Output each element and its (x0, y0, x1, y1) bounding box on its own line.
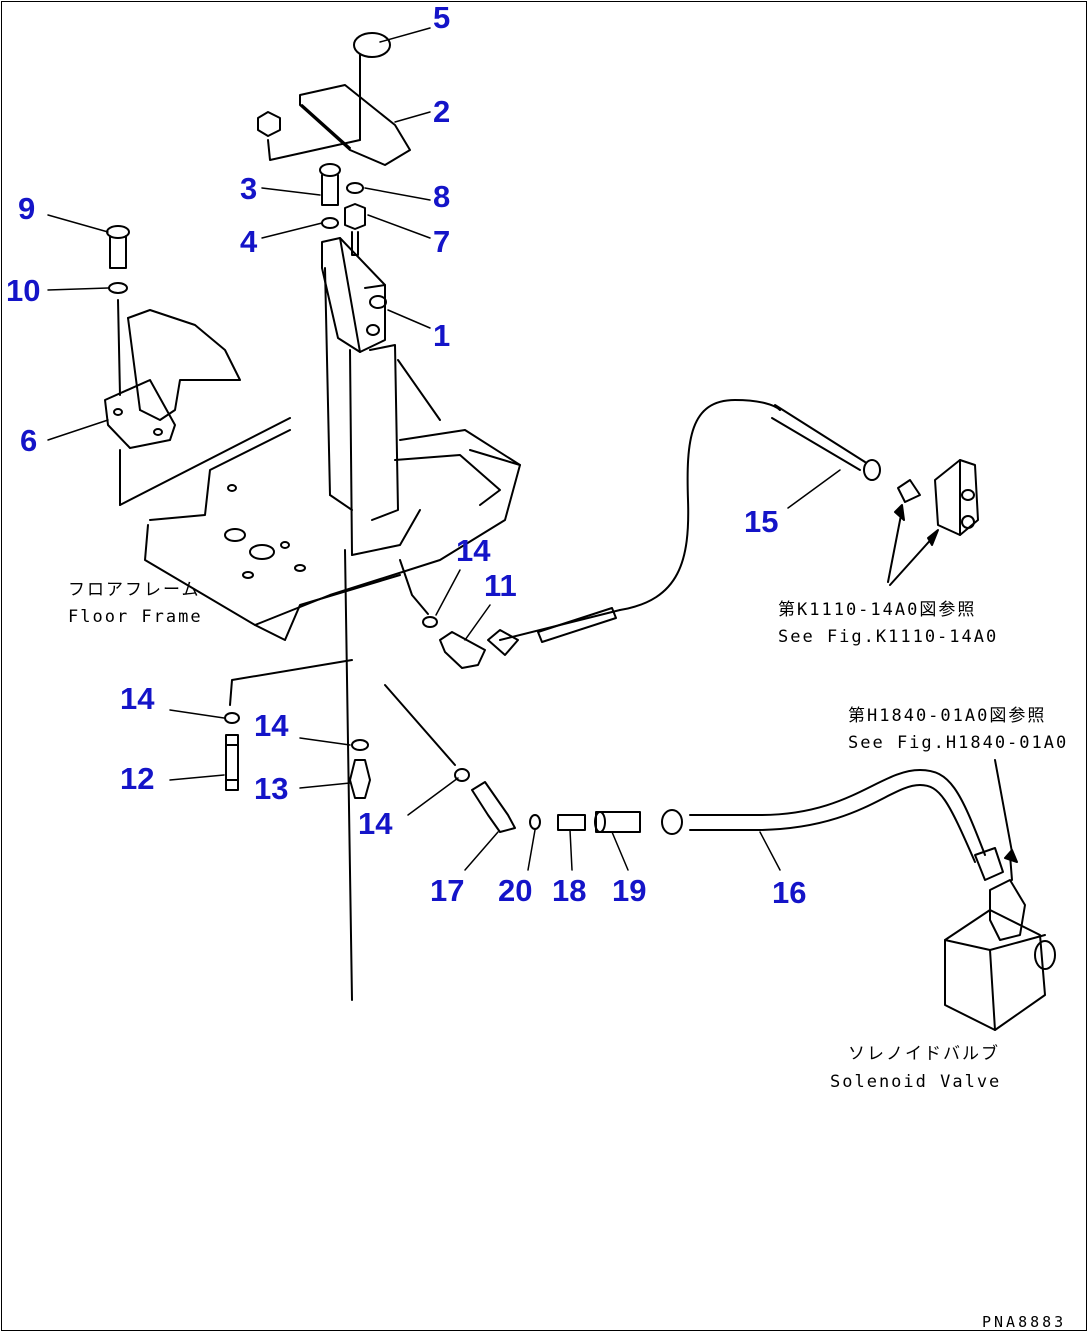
callout-11: 11 (484, 568, 517, 603)
callout-20: 20 (498, 873, 533, 908)
solenoid-valve-label-jp: ソレノイドバルブ (848, 1044, 1000, 1064)
elbow-11-drawing (399, 559, 486, 669)
callout-5: 5 (433, 0, 451, 35)
solenoid-valve-label-en: Solenoid Valve (830, 1072, 1002, 1092)
bracket-6-drawing (104, 299, 241, 506)
ref-h1840-label-jp: 第H1840-01A0図参照 (848, 706, 1047, 726)
callout-7: 7 (433, 224, 451, 259)
hose-15-drawing (487, 399, 881, 656)
callout-12: 12 (120, 761, 155, 796)
ref-k1110-label-en: See Fig.K1110-14A0 (778, 627, 999, 647)
floor-frame-label-jp: フロアフレーム (68, 580, 201, 600)
callout-16: 16 (772, 875, 807, 910)
ref-h1840-label-en: See Fig.H1840-01A0 (848, 733, 1069, 753)
switch-drawing (887, 459, 979, 586)
callout-14-upper: 14 (456, 533, 491, 568)
callout-14-mid: 14 (254, 708, 289, 743)
bolt-9-drawing (106, 225, 130, 294)
fasteners-3-4-7-8-drawing (319, 163, 366, 256)
ref-k1110-label-jp: 第K1110-14A0図参照 (778, 600, 977, 620)
callout-14-lower: 14 (358, 806, 393, 841)
callout-1: 1 (433, 318, 451, 353)
page-code: PNA8883 (982, 1313, 1067, 1331)
callout-3: 3 (240, 171, 258, 206)
hose-16-assembly-drawing (384, 684, 1004, 881)
fitting-12-13-drawing (224, 659, 371, 799)
callout-6: 6 (20, 423, 38, 458)
callout-13: 13 (254, 771, 289, 806)
post-1-drawing (321, 237, 441, 1001)
callout-15: 15 (744, 504, 779, 539)
callout-8: 8 (433, 179, 451, 214)
callout-4: 4 (240, 224, 258, 259)
callout-2: 2 (433, 94, 451, 129)
callout-17: 17 (430, 873, 465, 908)
callout-10: 10 (6, 273, 41, 308)
leader-lines (47, 27, 841, 871)
callout-14-left: 14 (120, 681, 155, 716)
cover-2-drawing (257, 32, 411, 166)
callout-18: 18 (552, 873, 587, 908)
callout-9: 9 (18, 191, 36, 226)
callout-19: 19 (612, 873, 647, 908)
floor-frame-label-en: Floor Frame (68, 607, 203, 627)
floor-frame-drawing (119, 417, 521, 641)
solenoid-valve-drawing (944, 759, 1056, 1031)
